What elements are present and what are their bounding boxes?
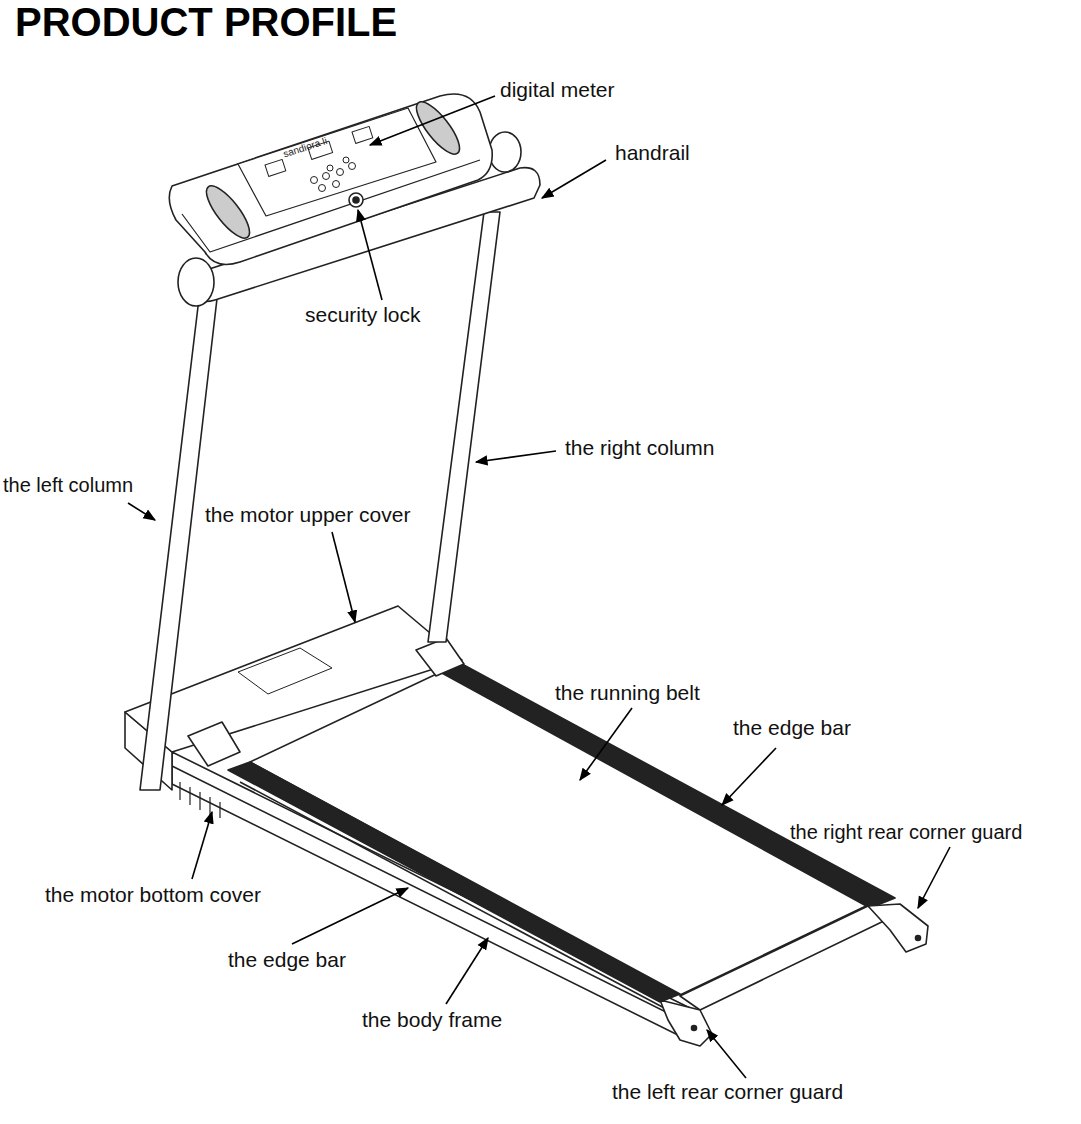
- security-lock: [349, 193, 363, 207]
- leader-line: [332, 532, 355, 622]
- part-label: the motor bottom cover: [45, 884, 261, 905]
- handrail-knob: [489, 132, 521, 172]
- part-label: the running belt: [555, 682, 700, 703]
- console-housing: [169, 94, 492, 264]
- leader-line: [192, 812, 212, 879]
- frame-edge: [240, 782, 668, 1010]
- part-label: the edge bar: [228, 949, 346, 970]
- motor-vents: [180, 782, 220, 818]
- leader-line: [580, 708, 632, 780]
- leader-lines: [128, 96, 950, 1078]
- part-label: the left column: [3, 475, 133, 495]
- part-label: the edge bar: [733, 717, 851, 738]
- right-edge-bar: [440, 664, 895, 908]
- leader-line: [128, 503, 155, 520]
- left-bracket: [188, 722, 240, 766]
- part-label: security lock: [305, 304, 421, 325]
- left-edge-bar: [228, 762, 680, 1002]
- part-label: the motor upper cover: [205, 504, 410, 525]
- cover-panel: [238, 648, 332, 694]
- leader-line: [446, 938, 488, 1004]
- grip: [200, 180, 257, 244]
- right-rear-corner-guard: [868, 904, 928, 952]
- part-label: digital meter: [500, 79, 614, 100]
- right-bracket: [416, 638, 464, 676]
- leader-line: [370, 96, 495, 145]
- leader-line: [542, 160, 606, 198]
- part-label: the left rear corner guard: [612, 1081, 843, 1102]
- brand-name: sandiora li: [282, 136, 328, 160]
- digital-meter-panel: [238, 108, 436, 216]
- grip: [410, 96, 467, 160]
- leader-line: [722, 748, 776, 805]
- left-rear-corner-guard: [660, 1000, 712, 1046]
- meter-displays: [265, 126, 373, 176]
- leader-line: [918, 847, 950, 908]
- rear-roller: [680, 906, 890, 1010]
- leader-line: [292, 888, 408, 944]
- leader-line: [476, 451, 556, 462]
- leader-line: [358, 210, 382, 300]
- left-column: [140, 290, 218, 790]
- part-label: the body frame: [362, 1009, 502, 1030]
- part-label: the right column: [565, 437, 714, 458]
- handrail-knob: [178, 258, 214, 306]
- part-label: handrail: [615, 142, 690, 163]
- meter-buttons: [311, 157, 356, 192]
- page-title: PRODUCT PROFILE: [15, 0, 397, 44]
- part-label: the right rear corner guard: [790, 822, 1022, 842]
- leader-line: [707, 1030, 746, 1078]
- right-column: [428, 212, 500, 642]
